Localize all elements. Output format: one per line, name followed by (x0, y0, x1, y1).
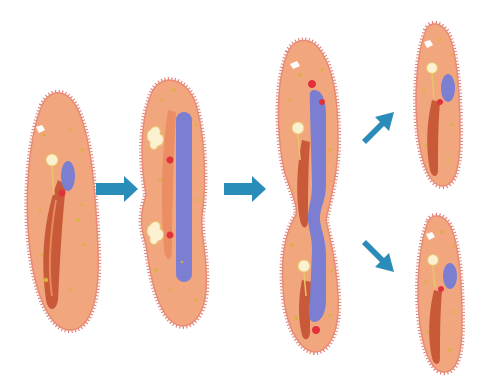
micronucleus (308, 80, 316, 88)
micronucleus (438, 286, 444, 292)
contractile-vacuole (427, 63, 438, 74)
macronucleus (176, 112, 192, 282)
micronucleus (319, 99, 325, 105)
arrow-right-icon (224, 176, 266, 202)
cell-daughter-top (416, 24, 460, 186)
contractile-vacuole (46, 154, 58, 166)
cell-stage-2 (142, 80, 207, 326)
contractile-vacuole (292, 122, 304, 134)
macronucleus (441, 74, 455, 102)
micronucleus (167, 232, 174, 239)
macronucleus (443, 263, 457, 289)
arrow-right-icon (96, 176, 138, 202)
cell-daughter-bottom (418, 216, 462, 372)
cell-parent (27, 93, 98, 330)
micronucleus (437, 99, 443, 105)
contractile-vacuole (428, 255, 439, 266)
arrow-up-right-icon (362, 112, 394, 144)
macronucleus (61, 161, 75, 191)
micronucleus (312, 326, 320, 334)
arrow-down-right-icon (362, 240, 394, 272)
contractile-vacuole (298, 260, 310, 272)
cell-stage-3 (278, 40, 338, 352)
micronucleus (167, 157, 174, 164)
micronucleus (59, 190, 66, 197)
